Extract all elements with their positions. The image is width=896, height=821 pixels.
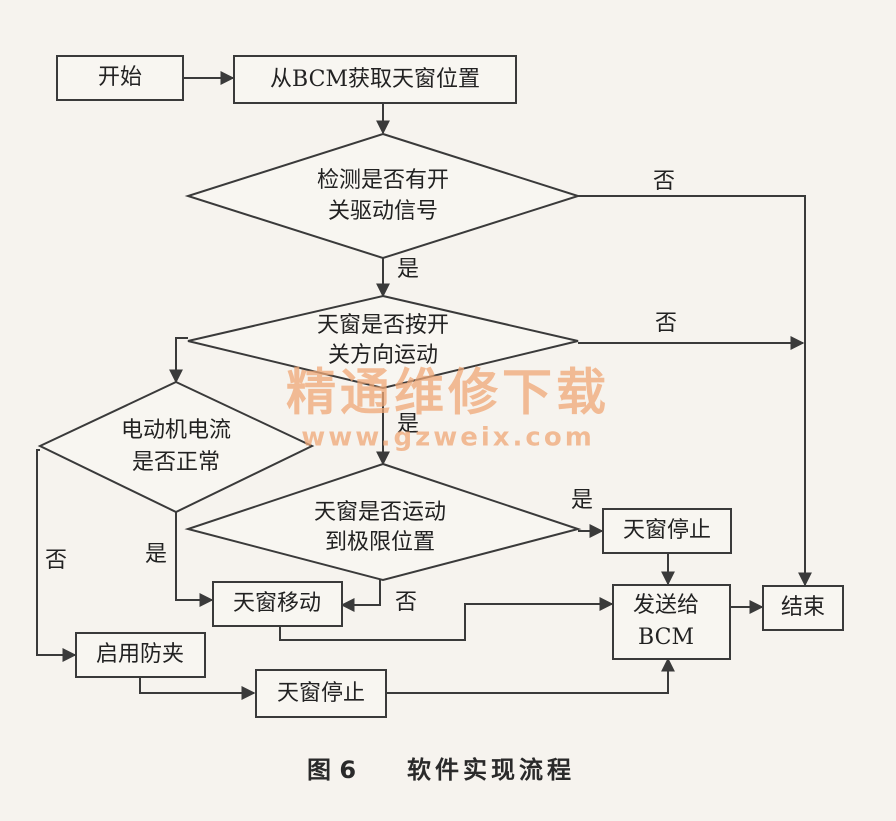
connectors <box>36 71 812 700</box>
end-label: 结束 <box>781 595 825 620</box>
check-current-line-2: 是否正常 <box>132 450 220 475</box>
label-no-check-direction: 否 <box>655 311 677 336</box>
check-limit-decision: 天窗是否运动 到极限位置 <box>184 462 582 582</box>
arrow-anti-pinch-to-stop <box>139 677 256 700</box>
arrow-check-current-yes <box>175 510 214 607</box>
branch-labels: 否 是 否 是 是 否 否 是 <box>45 169 677 615</box>
send-bcm-node: 发送给 BCM <box>612 584 731 660</box>
watermark: 精通维修下载 www.gzweix.com <box>286 364 610 453</box>
stop-top-node: 天窗停止 <box>602 508 732 554</box>
label-no-check-switch: 否 <box>653 169 675 194</box>
anti-pinch-label: 启用防夹 <box>96 642 184 667</box>
check-direction-line-2: 关方向运动 <box>328 343 438 368</box>
arrow-check-switch-no-to-end <box>578 195 812 587</box>
stop-top-label: 天窗停止 <box>623 518 711 543</box>
arrow-move-to-send <box>279 597 614 641</box>
stop-bottom-label: 天窗停止 <box>277 681 365 706</box>
label-yes-check-direction: 是 <box>397 412 419 437</box>
check-switch-decision: 检测是否有开 关驱动信号 <box>184 132 582 260</box>
check-switch-line-1: 检测是否有开 <box>317 168 449 193</box>
watermark-url: www.gzweix.com <box>301 423 595 453</box>
label-yes-check-current: 是 <box>145 542 167 567</box>
start-node: 开始 <box>56 55 184 101</box>
check-direction-decision: 天窗是否按开 关方向运动 <box>187 294 579 390</box>
send-bcm-line-1: 发送给 <box>633 593 699 618</box>
check-direction-line-1: 天窗是否按开 <box>317 313 449 338</box>
caption-title: 软件实现流程 <box>407 756 575 784</box>
label-no-check-limit: 否 <box>395 590 417 615</box>
check-limit-line-2: 到极限位置 <box>325 530 435 555</box>
caption-figure-number: 图 6 <box>307 756 356 784</box>
arrow-check-limit-no <box>340 578 381 612</box>
get-position-node: 从BCM获取天窗位置 <box>233 55 517 104</box>
check-switch-line-2: 关驱动信号 <box>328 199 438 224</box>
check-limit-line-1: 天窗是否运动 <box>314 500 446 525</box>
label-yes-check-limit: 是 <box>571 488 593 513</box>
label-no-check-current: 否 <box>45 548 67 573</box>
start-label: 开始 <box>98 65 142 90</box>
check-current-line-1: 电动机电流 <box>121 418 231 443</box>
label-yes-check-switch: 是 <box>397 257 419 282</box>
watermark-title: 精通维修下载 <box>286 364 610 422</box>
arrow-check-current-no <box>36 449 77 662</box>
check-current-decision: 电动机电流 是否正常 <box>37 380 315 514</box>
move-label: 天窗移动 <box>233 591 321 616</box>
anti-pinch-node: 启用防夹 <box>75 632 206 678</box>
stop-bottom-node: 天窗停止 <box>255 669 387 718</box>
end-node: 结束 <box>762 585 844 631</box>
move-node: 天窗移动 <box>212 581 343 627</box>
arrow-check-direction-to-check-current <box>169 337 188 384</box>
arrow-stop-bottom-to-send <box>387 657 675 694</box>
get-position-label: 从BCM获取天窗位置 <box>270 67 480 92</box>
send-bcm-line-2: BCM <box>638 625 694 650</box>
figure-caption: 图 6 软件实现流程 <box>307 756 575 784</box>
